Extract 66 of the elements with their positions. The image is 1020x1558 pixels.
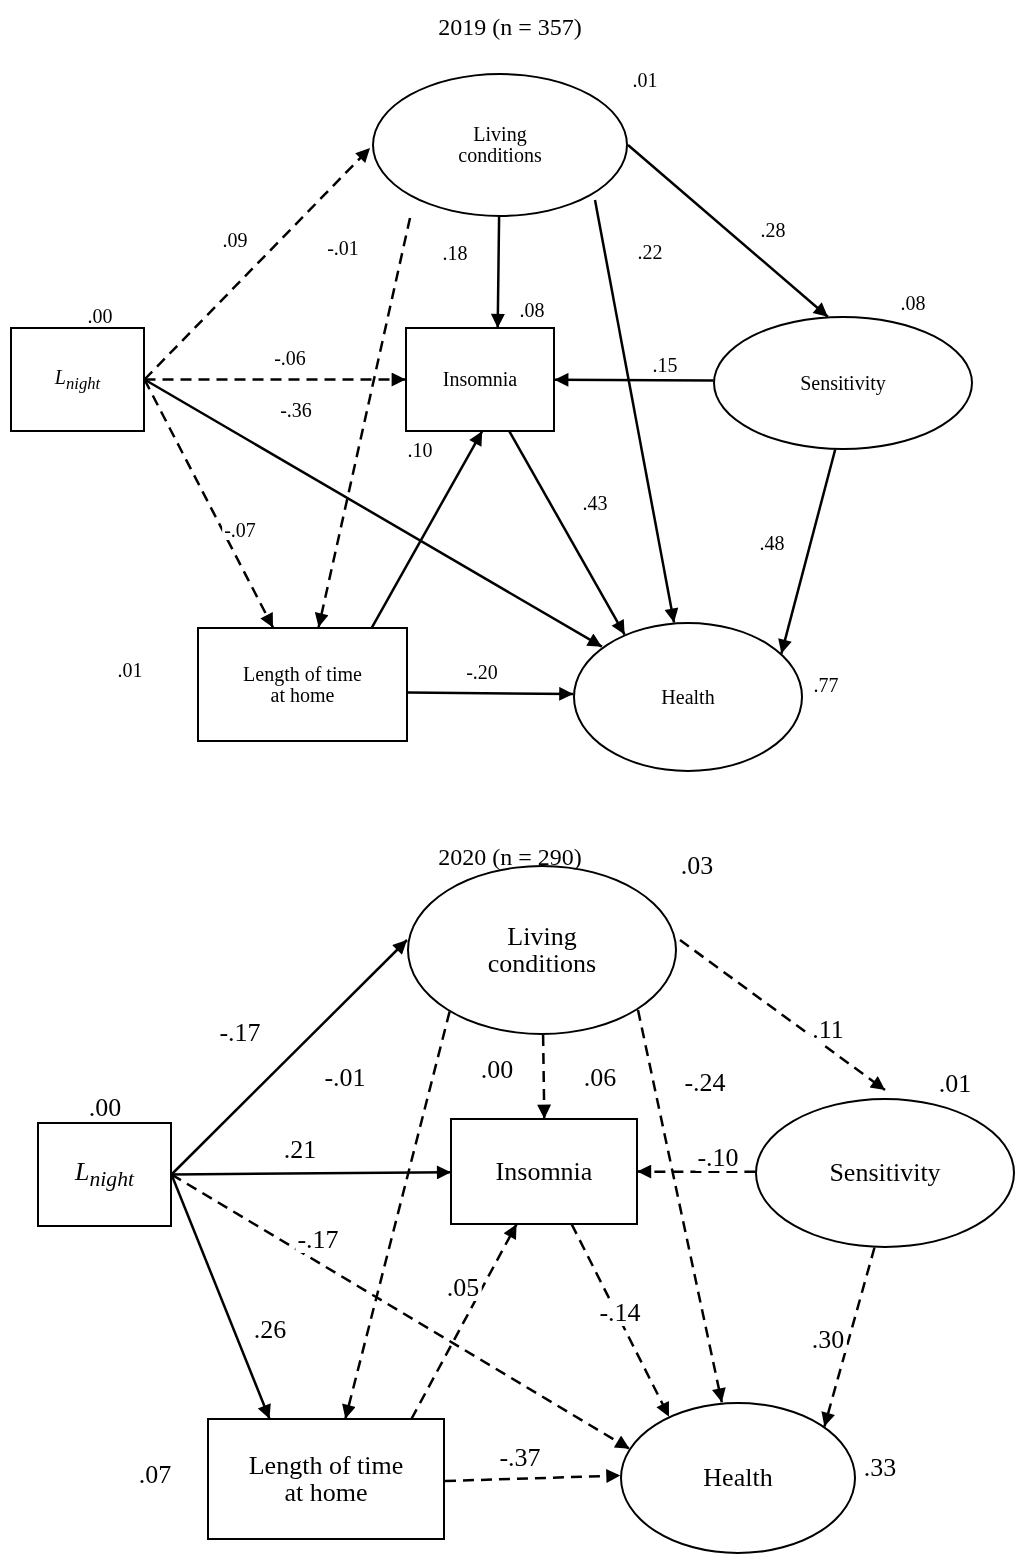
arrow	[821, 1247, 876, 1427]
edge-label: -.20	[464, 662, 500, 682]
arrow	[144, 372, 406, 387]
arrow	[171, 1165, 451, 1180]
node-label: Length of time at home	[247, 1451, 405, 1507]
arrow	[636, 1009, 726, 1403]
arrow	[314, 217, 412, 628]
panel-title: 2020 (n = 290)	[438, 845, 582, 869]
node-label: Insomnia	[442, 369, 518, 390]
r-squared-value: .33	[863, 1455, 897, 1481]
variable-box	[37, 1122, 172, 1227]
arrow	[444, 1469, 621, 1484]
r-squared-value: .01	[117, 660, 143, 680]
r-squared-value: .06	[583, 1065, 617, 1091]
node-label: Sensitivity	[829, 1159, 941, 1187]
edge-label: -.01	[325, 238, 361, 258]
variable-box	[450, 1118, 638, 1225]
edge-label: .28	[758, 220, 788, 240]
arrow	[593, 199, 679, 623]
node-label: Insomnia	[495, 1157, 593, 1186]
arrow	[679, 939, 886, 1091]
variable-box	[10, 327, 145, 432]
arrow	[570, 1223, 671, 1418]
r-squared-value: .07	[138, 1462, 172, 1488]
node-label: Living conditions	[486, 922, 598, 978]
node-label: L$_{night}$	[75, 1158, 134, 1191]
edge-label: .09	[220, 230, 250, 250]
r-squared-value: .77	[813, 675, 839, 695]
arrow	[554, 372, 714, 387]
arrow	[342, 1011, 451, 1420]
edge-label: -.36	[278, 400, 314, 420]
r-squared-value: .01	[632, 70, 658, 90]
edge-label: -.07	[222, 520, 258, 540]
arrow	[508, 430, 626, 636]
node-label: Health	[661, 686, 715, 708]
edge-label: .48	[757, 533, 787, 553]
edge-label: .22	[635, 242, 665, 262]
r-squared-value: .03	[680, 853, 714, 879]
edge-label: .10	[405, 440, 435, 460]
node-label: L$_{night}$	[54, 366, 101, 393]
r-squared-value: .08	[519, 300, 545, 320]
node-label: Length of time at home	[242, 663, 363, 706]
arrow	[490, 216, 505, 328]
edge-label: -.06	[272, 348, 308, 368]
arrow	[370, 430, 484, 629]
node-label: Sensitivity	[800, 372, 886, 394]
r-squared-value: .00	[88, 1095, 122, 1121]
r-squared-value: .01	[938, 1071, 972, 1097]
arrow	[410, 1223, 518, 1420]
node-label: Health	[703, 1464, 773, 1492]
variable-box	[207, 1418, 445, 1540]
arrow	[627, 144, 829, 318]
arrow	[537, 1034, 552, 1119]
r-squared-value: .00	[87, 306, 113, 326]
variable-box	[197, 627, 408, 742]
edge-label: .43	[580, 493, 610, 513]
edge-label: .18	[440, 243, 470, 263]
arrow	[637, 1164, 756, 1179]
variable-box	[405, 327, 555, 432]
edge-label: -.14	[597, 1300, 643, 1326]
arrow	[778, 449, 837, 654]
edge-label: .15	[650, 355, 680, 375]
node-label: Living conditions	[457, 124, 543, 166]
r-squared-value: .08	[900, 293, 926, 313]
arrow	[407, 686, 574, 701]
panel-title: 2019 (n = 357)	[438, 15, 582, 39]
